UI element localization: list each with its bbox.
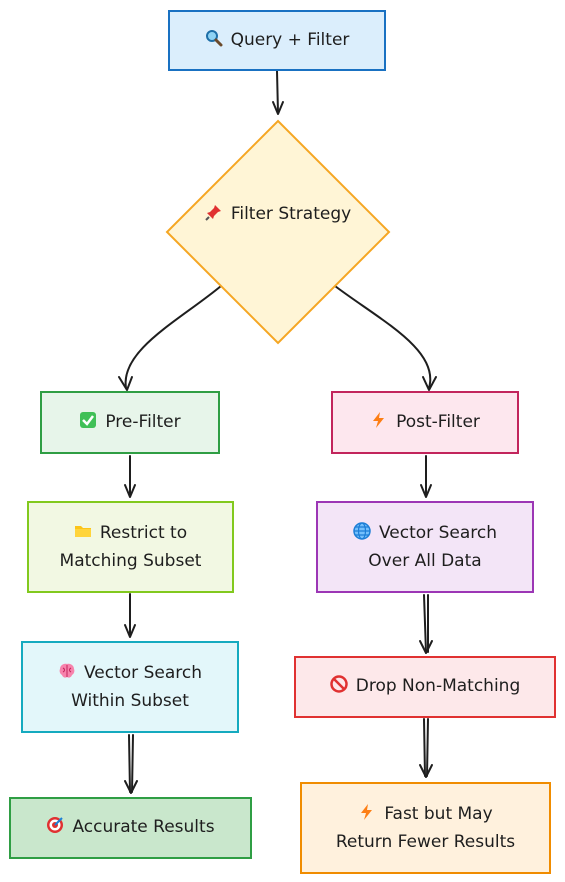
edge-vectorsubset-to-accurate	[124, 734, 138, 794]
fast-label-2: Return Fewer Results	[335, 832, 516, 852]
lightning-icon	[358, 803, 376, 829]
globe-icon	[353, 522, 371, 548]
fast-fewer-results-node: Fast but May Return Fewer Results	[300, 782, 551, 874]
magnifier-icon	[205, 29, 223, 55]
filter-strategy-diamond	[165, 119, 391, 345]
no-entry-icon	[330, 675, 348, 701]
query-filter-node: Query + Filter	[168, 10, 386, 71]
check-box-icon	[79, 411, 97, 437]
vector-all-label-1: Vector Search	[379, 523, 497, 543]
edge-query-to-strategy	[272, 70, 284, 115]
brain-icon	[58, 662, 76, 688]
accurate-results-node: Accurate Results	[9, 797, 252, 859]
lightning-icon	[370, 411, 388, 437]
accurate-label: Accurate Results	[72, 817, 215, 837]
vector-subset-label-1: Vector Search	[84, 663, 202, 683]
post-filter-node: Post-Filter	[331, 391, 519, 454]
pushpin-icon	[205, 202, 223, 230]
drop-non-matching-node: Drop Non-Matching	[294, 656, 556, 718]
restrict-label-1: Restrict to	[99, 523, 188, 543]
restrict-label-2: Matching Subset	[59, 551, 202, 571]
post-filter-label: Post-Filter	[396, 411, 480, 432]
vector-search-subset-node: Vector Search Within Subset	[21, 641, 239, 733]
edge-postfilter-to-vectorall	[420, 455, 432, 498]
folder-icon	[74, 522, 92, 548]
vector-subset-label-2: Within Subset	[71, 691, 189, 711]
edge-strategy-to-prefilter	[118, 285, 222, 391]
fast-label-1: Fast but May	[384, 804, 493, 824]
pre-filter-node: Pre-Filter	[40, 391, 220, 454]
query-filter-label: Query + Filter	[230, 29, 350, 50]
pre-filter-label: Pre-Filter	[105, 411, 181, 432]
target-icon	[46, 816, 64, 842]
filter-strategy-label-2: Strategy	[278, 204, 352, 224]
edge-drop-to-fast	[419, 718, 433, 778]
vector-search-all-node: Vector Search Over All Data	[316, 501, 534, 593]
filter-strategy-label-1: Filter	[230, 204, 273, 224]
edge-prefilter-to-restrict	[124, 455, 136, 498]
drop-label: Drop Non-Matching	[355, 676, 521, 696]
restrict-subset-node: Restrict to Matching Subset	[27, 501, 234, 593]
edge-vectorall-to-drop	[419, 594, 433, 654]
vector-all-label-2: Over All Data	[368, 551, 482, 571]
edge-strategy-to-postfilter	[334, 285, 437, 391]
filter-strategy-node: Filter Strategy	[200, 200, 356, 230]
edge-restrict-to-vectorsubset	[124, 593, 136, 638]
